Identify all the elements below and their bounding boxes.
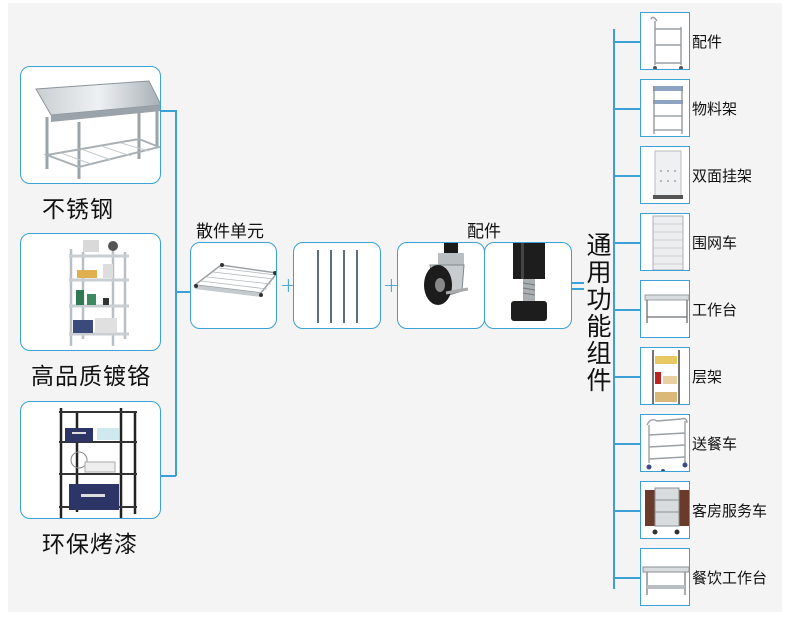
- connector-line: [572, 288, 584, 290]
- product-label: 双面挂架: [692, 167, 753, 185]
- connector-line: [613, 577, 641, 579]
- product-thumbnail: [640, 12, 690, 70]
- wire-shelf-icon: [193, 263, 276, 297]
- category-title: 通用功能组件: [586, 231, 612, 395]
- product-label: 餐饮工作台: [692, 569, 768, 587]
- plus-sign: +: [280, 273, 297, 297]
- material-card-stainless: [20, 66, 161, 184]
- accessory-card-foot: [484, 242, 572, 329]
- accessory-card-caster: [397, 242, 485, 329]
- workbench-icon: [644, 294, 689, 323]
- connector-line: [572, 282, 584, 284]
- product-label: 工作台: [692, 301, 738, 319]
- product-thumbnail: [640, 79, 690, 137]
- material-label-painted: 环保烤漆: [42, 532, 138, 558]
- part-card-poles: [293, 242, 381, 329]
- chrome-shelf-icon: [69, 240, 129, 346]
- connector-line: [175, 110, 177, 476]
- trolley-icon: [650, 16, 683, 69]
- product-label: 配件: [692, 33, 723, 51]
- connector-line: [613, 108, 641, 110]
- material-card-painted: [20, 401, 161, 519]
- connector-line: [613, 376, 641, 378]
- material-label-stainless: 不锈钢: [42, 197, 114, 223]
- housekeeping-cart-icon: [645, 487, 689, 535]
- material-rack-icon: [653, 86, 683, 134]
- product-label: 围网车: [692, 234, 738, 252]
- product-thumbnail: [640, 414, 690, 472]
- connector-line: [175, 291, 191, 293]
- connector-line: [613, 510, 641, 512]
- food-cart-icon: [646, 417, 688, 471]
- product-thumbnail: [640, 280, 690, 338]
- connector-line: [613, 41, 641, 43]
- connector-line: [613, 443, 641, 445]
- connector-line: [161, 475, 176, 477]
- connector-line: [161, 110, 176, 112]
- product-thumbnail: [640, 347, 690, 405]
- product-thumbnail: [640, 481, 690, 539]
- bookshelf-icon: [652, 350, 680, 404]
- caster-wheel-icon: [424, 243, 469, 305]
- connector-line: [613, 175, 641, 177]
- catering-workbench-icon: [642, 566, 689, 595]
- black-painted-shelf-icon: [59, 408, 137, 518]
- material-label-chrome: 高品质镀铬: [31, 364, 151, 390]
- product-label: 物料架: [692, 100, 738, 118]
- parts-group-label: 散件单元: [196, 222, 264, 242]
- connector-line: [613, 309, 641, 311]
- product-thumbnail: [640, 213, 690, 271]
- product-thumbnail: [640, 548, 690, 606]
- product-label: 送餐车: [692, 435, 738, 453]
- connector-line: [613, 242, 641, 244]
- poles-icon: [317, 250, 358, 323]
- part-card-wire-shelf: [190, 242, 277, 329]
- material-card-chrome: [20, 233, 161, 351]
- plus-sign: +: [383, 273, 400, 297]
- accessories-group-label: 配件: [467, 222, 501, 242]
- double-hanging-rack-icon: [653, 150, 683, 199]
- product-thumbnail: [640, 146, 690, 204]
- leveling-foot-icon: [511, 243, 547, 321]
- stainless-steel-table-icon: [35, 80, 160, 179]
- product-label: 客房服务车: [692, 502, 768, 520]
- product-label: 层架: [692, 368, 723, 386]
- fenced-cart-icon: [652, 215, 684, 270]
